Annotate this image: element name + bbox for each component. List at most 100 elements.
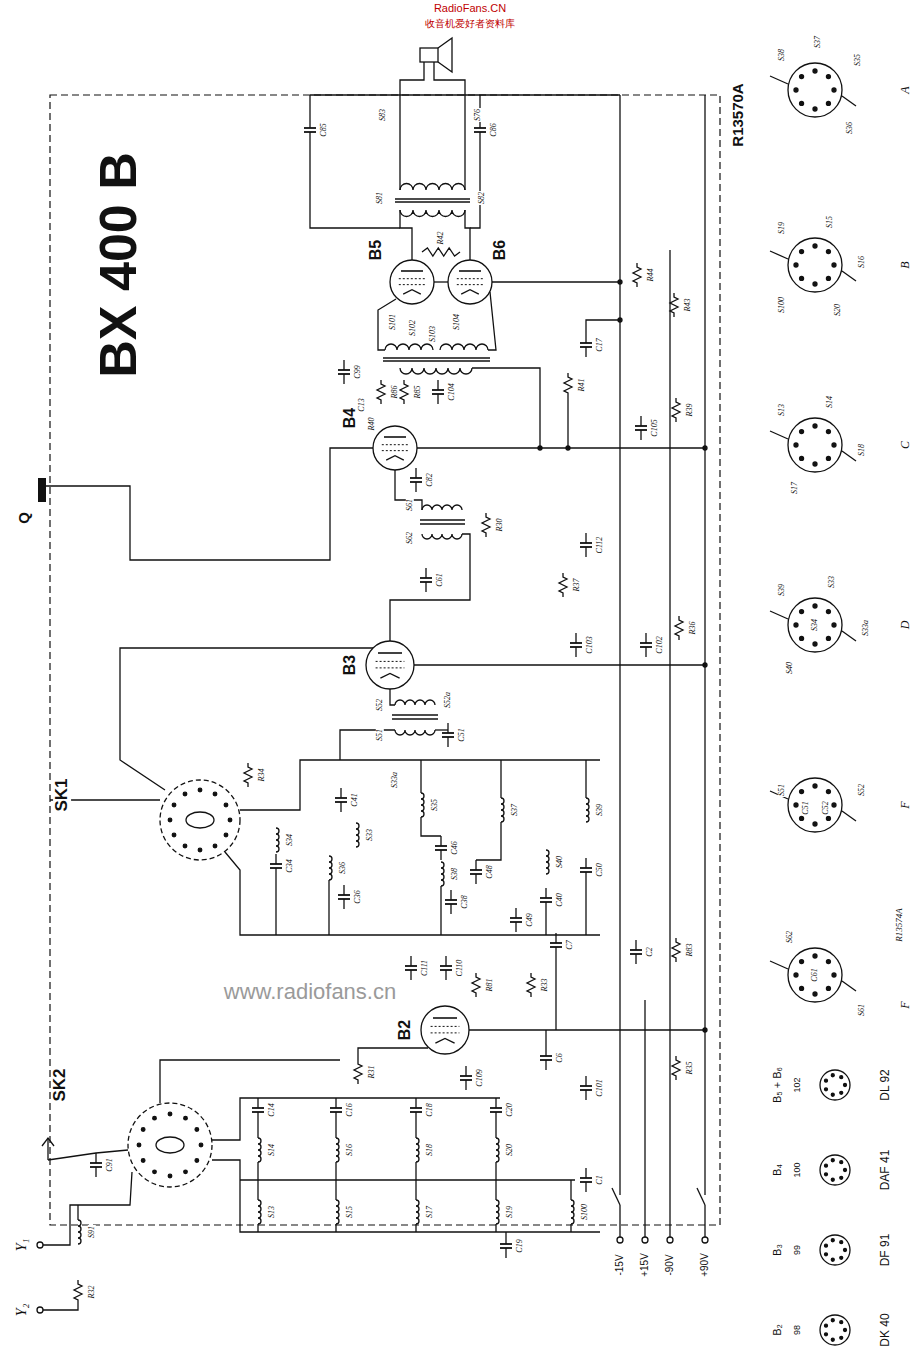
component-label: S33a — [391, 771, 399, 789]
junction-dot — [153, 1116, 157, 1120]
junction-dot — [840, 1091, 843, 1094]
coil-symbol — [441, 862, 444, 886]
capacitor-symbol — [270, 863, 282, 865]
capacitor-symbol — [475, 874, 476, 884]
capacitor-symbol — [635, 954, 636, 964]
capacitor-symbol — [635, 940, 636, 950]
wire — [488, 292, 496, 350]
junction-dot — [826, 456, 830, 460]
junction-dot — [824, 1173, 827, 1176]
wire — [420, 519, 465, 520]
wire — [275, 878, 276, 935]
wire — [400, 62, 424, 190]
component-label: C112 — [596, 536, 604, 555]
pin-diagram — [788, 948, 842, 1002]
wire — [435, 729, 448, 730]
wire — [842, 981, 856, 991]
component-label: S35 — [431, 798, 439, 812]
component-label: S20 — [506, 1143, 514, 1157]
aerial-terminal — [37, 1242, 43, 1248]
junction-dot — [840, 1076, 843, 1079]
watermark: RadioFans.CN — [433, 3, 507, 15]
capacitor-symbol — [95, 1167, 96, 1177]
wire — [585, 882, 586, 935]
pin-diagram — [788, 63, 842, 117]
pin-diagram-label: S15 — [826, 215, 834, 229]
junction-dot — [813, 69, 817, 73]
component-label: C36 — [354, 889, 362, 904]
junction-dot — [703, 1028, 707, 1032]
wire — [43, 1304, 78, 1310]
wire — [669, 250, 670, 1237]
tube-envelope — [390, 260, 434, 304]
capacitor-symbol — [440, 965, 452, 967]
junction-dot — [184, 1170, 188, 1174]
capacitor-symbol — [447, 723, 448, 733]
wire — [335, 1224, 336, 1232]
coil-symbol — [422, 534, 462, 539]
junction-dot — [840, 1336, 843, 1339]
capacitor-symbol — [257, 1112, 258, 1122]
capacitor-symbol — [335, 1098, 336, 1108]
wire — [495, 1224, 496, 1232]
component-label: C38 — [461, 894, 469, 909]
component-label: R34 — [258, 768, 266, 783]
resistor-symbol — [482, 513, 490, 537]
wire — [421, 817, 441, 836]
junction-dot — [832, 263, 836, 267]
junction-dot — [224, 833, 228, 837]
capacitor-symbol — [555, 947, 556, 957]
capacitor-symbol — [410, 1107, 422, 1109]
component-label: Y₂ — [15, 1303, 30, 1318]
tube-filament — [461, 290, 479, 294]
tube-envelope — [448, 260, 492, 304]
tube-base-label: DAF 41 — [879, 1149, 892, 1192]
junction-dot — [703, 663, 707, 667]
component-label: S34 — [286, 833, 294, 847]
wire — [570, 1224, 571, 1232]
junction-dot — [199, 1143, 203, 1147]
junction-dot — [794, 443, 798, 447]
supply-label: -90V — [665, 1253, 676, 1276]
pin-diagram-label: S62 — [786, 930, 794, 944]
component-label: C61 — [436, 572, 444, 587]
wire — [340, 730, 395, 760]
capacitor-symbol — [645, 633, 646, 643]
junction-dot — [183, 844, 187, 848]
pin-diagram-label: C61 — [811, 967, 819, 982]
component-label: S18 — [426, 1143, 434, 1157]
component-label: S52a — [444, 691, 452, 709]
wire — [586, 320, 620, 333]
tube-grid — [431, 1026, 460, 1027]
component-label: C2 — [646, 946, 654, 957]
component-label: S52 — [376, 698, 384, 712]
tube-base-label: DL 92 — [879, 1068, 892, 1102]
component-label: S15 — [346, 1205, 354, 1219]
pin-diagram-label: F — [899, 800, 912, 809]
wire — [309, 95, 310, 118]
coil-symbol — [395, 700, 435, 705]
wire — [417, 447, 705, 448]
coil-symbol — [400, 368, 472, 374]
capacitor-symbol — [415, 482, 416, 492]
capacitor-symbol — [425, 582, 426, 592]
capacitor-symbol — [420, 577, 432, 579]
coil-symbol — [258, 1200, 261, 1224]
capacitor-symbol — [474, 127, 486, 129]
wire — [240, 760, 600, 810]
junction-dot — [813, 424, 817, 428]
chassis-outline — [50, 95, 720, 1225]
component-label: S101 — [389, 313, 397, 331]
component-label: S19 — [506, 1205, 514, 1219]
junction-dot — [840, 1161, 843, 1164]
capacitor-symbol — [479, 132, 480, 142]
junction-dot — [800, 430, 804, 434]
component-label: C34 — [286, 858, 294, 873]
pin-diagram-label: S52 — [858, 783, 866, 797]
pin-diagram-label: S17 — [791, 481, 799, 495]
tube-base-label: DF 91 — [879, 1233, 892, 1268]
capacitor-symbol — [338, 369, 350, 371]
wire — [390, 689, 395, 705]
aerial-terminal — [37, 1307, 43, 1313]
wire — [770, 76, 788, 84]
